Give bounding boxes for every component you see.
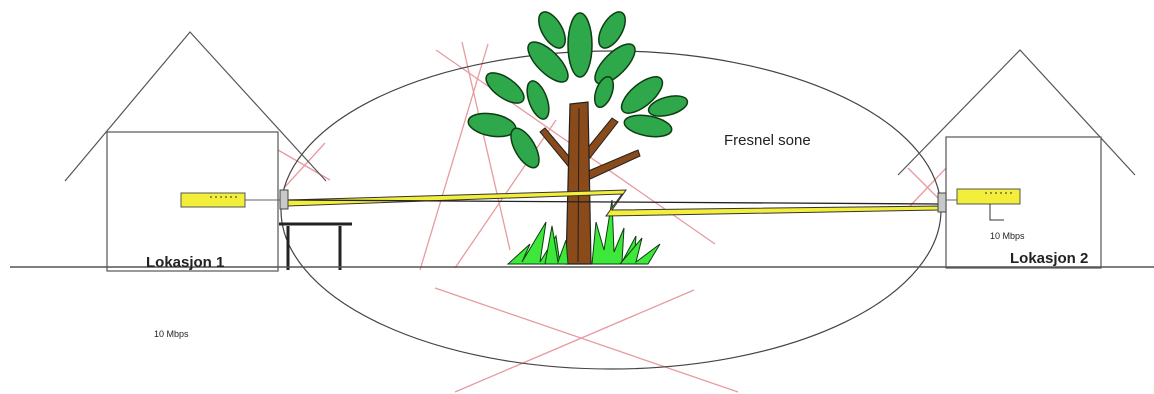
antenna-left bbox=[280, 190, 288, 209]
fresnel-zone-label: Fresnel sone bbox=[724, 132, 811, 149]
antenna-right bbox=[938, 193, 946, 212]
cross-line bbox=[420, 44, 488, 270]
speed-left-label: 10 Mbps bbox=[154, 329, 189, 339]
cross-line bbox=[284, 143, 325, 188]
leaf bbox=[481, 67, 529, 109]
radio-right-body bbox=[957, 189, 1020, 204]
cross-line bbox=[278, 150, 330, 180]
leaf bbox=[523, 78, 554, 122]
leaf bbox=[568, 13, 592, 77]
leaf bbox=[522, 36, 574, 88]
tree bbox=[466, 8, 689, 264]
tree-branch bbox=[586, 118, 618, 158]
leaf bbox=[589, 38, 641, 90]
location-2-label: Lokasjon 2 bbox=[1010, 250, 1088, 267]
cross-line bbox=[455, 290, 694, 392]
radio-left-body bbox=[181, 193, 245, 207]
blocked-cross-marks bbox=[278, 42, 950, 392]
cross-line bbox=[435, 288, 738, 392]
location-1-label: Lokasjon 1 bbox=[146, 254, 224, 271]
tree-branch bbox=[586, 150, 640, 180]
cross-line bbox=[462, 42, 510, 250]
leaf bbox=[466, 110, 517, 140]
speed-right-label: 10 Mbps bbox=[990, 231, 1025, 241]
